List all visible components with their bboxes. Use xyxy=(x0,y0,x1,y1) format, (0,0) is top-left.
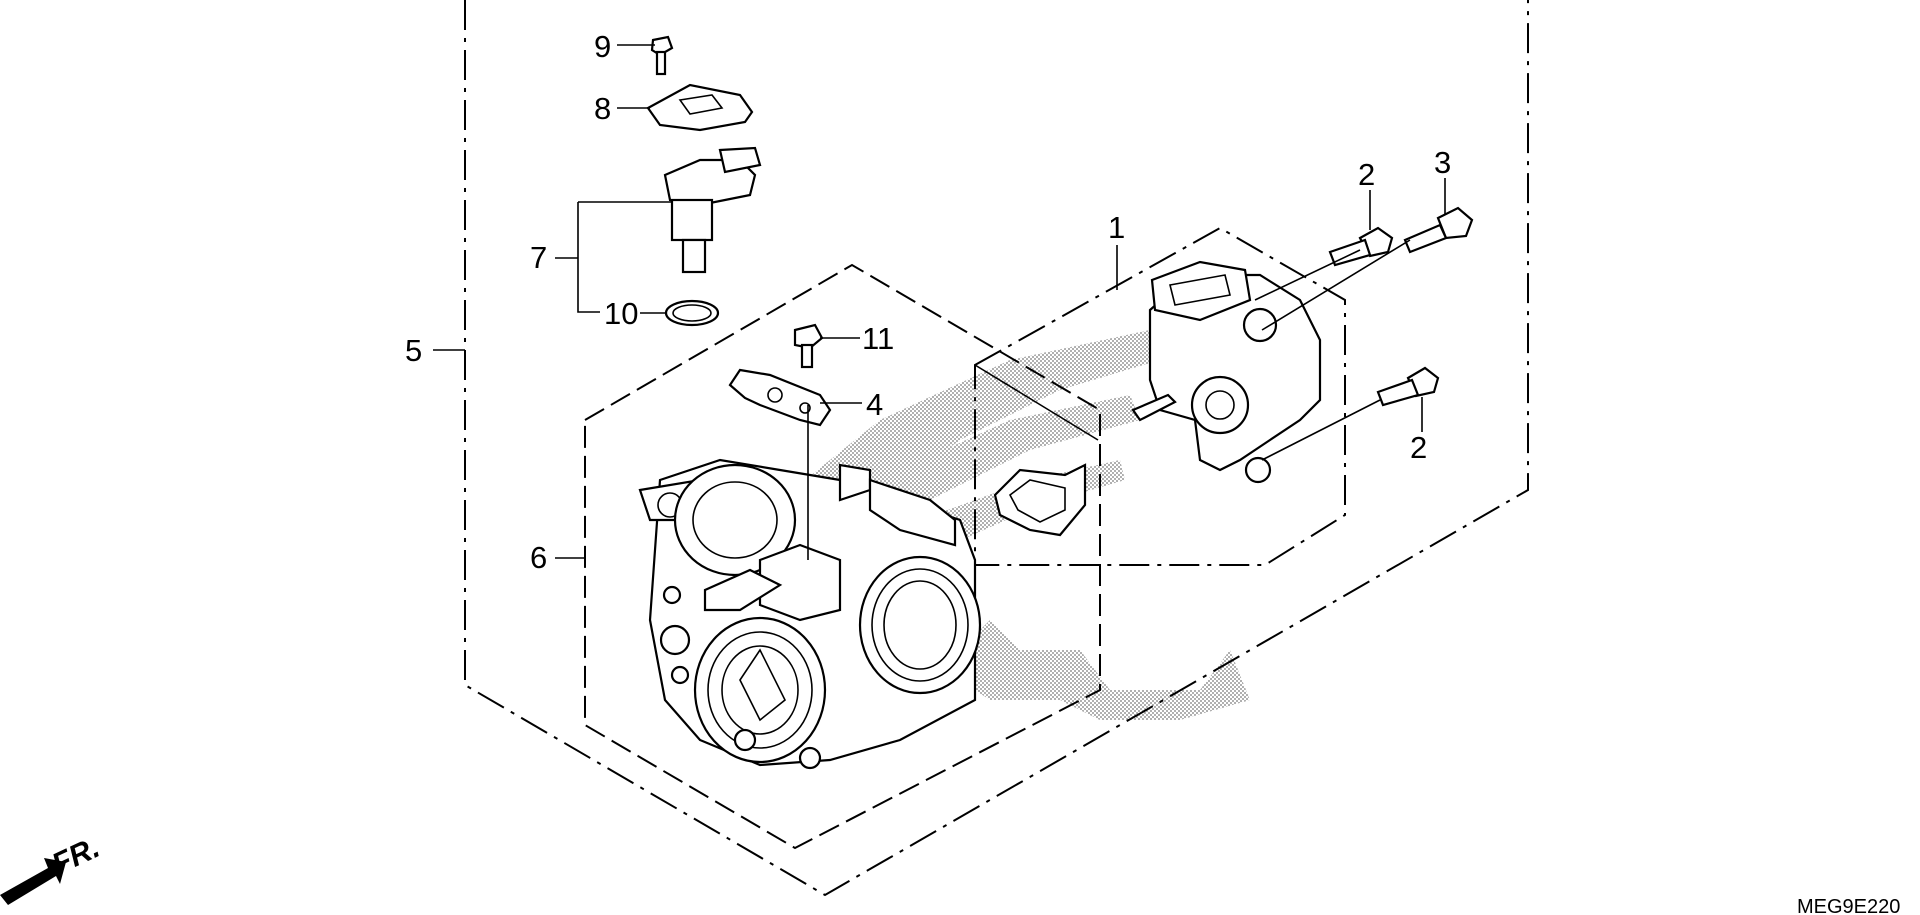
callout-3: 3 xyxy=(1434,145,1451,180)
bolt-11-icon xyxy=(793,323,824,369)
callout-5: 5 xyxy=(405,333,422,368)
sensor-7-icon xyxy=(663,146,762,274)
callout-10: 10 xyxy=(604,296,638,331)
gasket-8-icon xyxy=(646,83,754,132)
throttle-sensor-unit-icon xyxy=(1131,260,1322,484)
throttle-body-icon xyxy=(638,458,982,770)
assembly-5-boundary xyxy=(464,0,1529,897)
bolt-2-lower-icon xyxy=(1376,366,1440,407)
callout-8: 8 xyxy=(594,91,611,126)
callout-2-upper: 2 xyxy=(1358,157,1375,192)
callout-7: 7 xyxy=(530,240,547,275)
bracket-4-icon xyxy=(728,368,832,427)
diagram-code: MEG9E220 xyxy=(1797,896,1900,915)
callout-11: 11 xyxy=(862,321,894,356)
callout-1: 1 xyxy=(1108,210,1125,245)
assembly-6-boundary xyxy=(584,263,1101,850)
screw-9-icon xyxy=(650,35,674,76)
callout-4: 4 xyxy=(866,387,883,422)
callout-2-lower: 2 xyxy=(1410,430,1427,465)
gasket-seal-icon xyxy=(993,463,1087,537)
callout-6: 6 xyxy=(530,540,547,575)
callout-9: 9 xyxy=(594,29,611,64)
front-direction-arrow-icon: FR. xyxy=(0,831,105,905)
bolt-3-icon xyxy=(1403,206,1474,254)
